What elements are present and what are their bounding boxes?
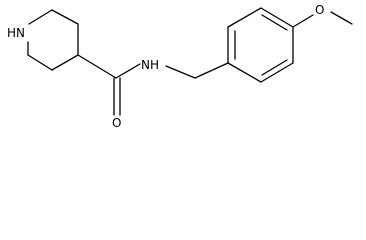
bond-ring-c2-c3 xyxy=(51,9,79,25)
chemical-structure-diagram: HN O NH O xyxy=(7,3,353,130)
ether-oxygen-label: O xyxy=(315,3,324,17)
benzene-ring xyxy=(227,7,294,83)
bond-ether-oxygen-methyl xyxy=(330,11,353,25)
bond-aryl-c6-c1 xyxy=(227,62,262,83)
bond-methylene-aryl xyxy=(194,62,229,79)
bond-aryl-c2-c3 xyxy=(227,7,262,28)
bond-aryl-inner-3 xyxy=(261,59,288,76)
carboxamide-group xyxy=(77,54,229,116)
bond-nh-methylene xyxy=(165,65,196,79)
ring-nitrogen-label: HN xyxy=(7,26,25,40)
bond-ring-n-c2 xyxy=(28,9,53,25)
bond-aryl-ether-oxygen xyxy=(292,14,314,28)
bond-ring-c4-c5 xyxy=(51,54,79,71)
bond-carbonyl-carbon-nh xyxy=(115,63,141,79)
bond-aryl-inner-2 xyxy=(261,14,288,31)
bond-c4-carbonyl-carbon xyxy=(77,54,117,79)
piperidine-ring xyxy=(27,9,79,71)
bond-ring-c5-c6 xyxy=(27,54,53,71)
bond-aryl-c3-c4 xyxy=(260,7,294,28)
amide-oxygen-label: O xyxy=(112,116,121,130)
bond-aryl-c5-c6 xyxy=(260,62,294,83)
methoxy-group xyxy=(292,11,353,28)
amide-nitrogen-label: NH xyxy=(141,58,159,72)
